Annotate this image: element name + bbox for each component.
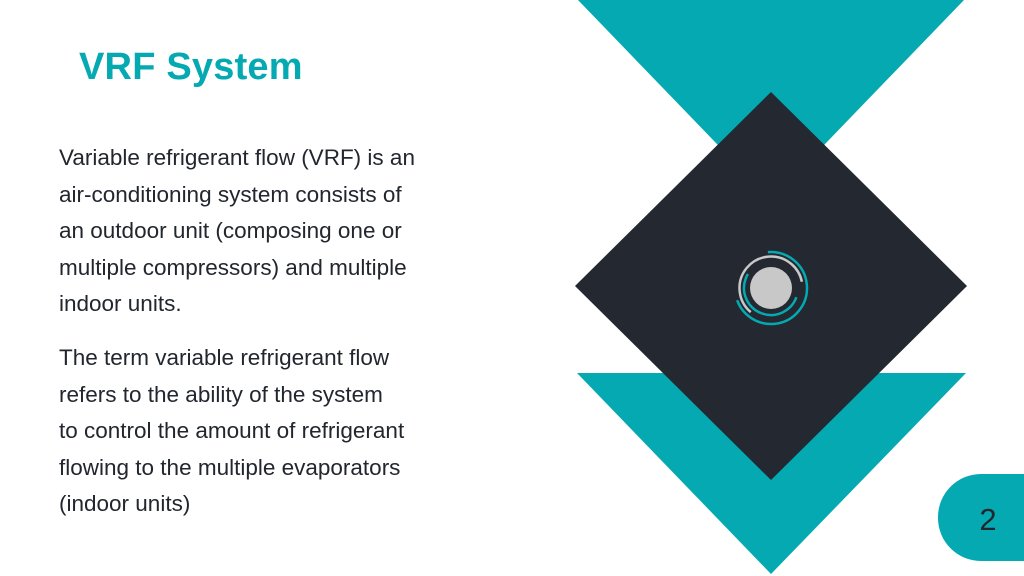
text-line: multiple compressors) and multiple	[59, 254, 407, 280]
text-line: The term variable refrigerant flow	[59, 344, 390, 370]
paragraph-1: Variable refrigerant flow (VRF) is an ai…	[59, 140, 529, 323]
text-line: Variable refrigerant flow (VRF) is an	[59, 145, 415, 170]
center-dot	[750, 267, 792, 309]
text-line: (indoor units)	[59, 491, 191, 517]
page-number: 2	[979, 502, 997, 537]
paragraph-2: The term variable refrigerant flow refer…	[59, 340, 529, 523]
page-number-badge	[938, 474, 1024, 561]
text-line: to control the amount of refrigerant	[59, 418, 405, 444]
slide-body: Variable refrigerant flow (VRF) is an ai…	[59, 140, 529, 540]
text-line: an outdoor unit (composing one or	[59, 218, 402, 244]
text-line: refers to the ability of the system	[59, 381, 383, 407]
text-line: indoor units.	[59, 291, 182, 317]
slide-title: VRF System	[79, 46, 303, 88]
progress-ring-middle	[738, 255, 804, 321]
progress-ring-inner	[742, 259, 800, 317]
text-line: flowing to the multiple evaporators	[59, 454, 401, 480]
text-line: air-conditioning system consists of	[59, 181, 402, 207]
